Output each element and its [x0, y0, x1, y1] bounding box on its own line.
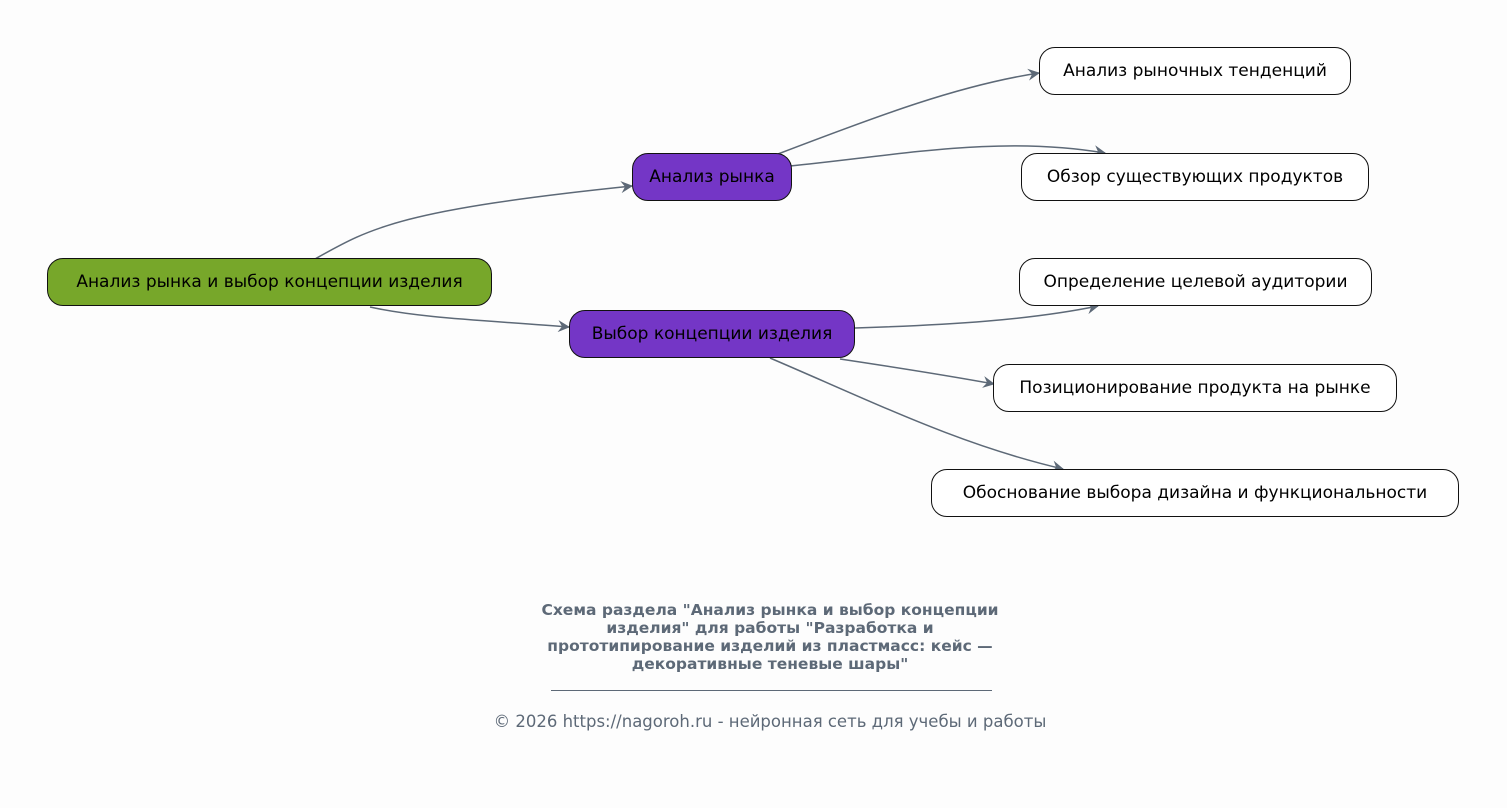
caption-line: прототипирование изделий из пластмасс: к… — [547, 637, 993, 655]
root-node[interactable]: Анализ рынка и выбор концепции изделия — [47, 258, 492, 306]
caption-divider — [551, 690, 992, 691]
leaf-node-design-justification[interactable]: Обоснование выбора дизайна и функциональ… — [931, 469, 1459, 517]
branch-node-label: Анализ рынка — [649, 167, 775, 187]
leaf-node-label: Анализ рыночных тенденций — [1063, 61, 1327, 81]
caption-line: декоративные теневые шары" — [631, 655, 909, 673]
edge-concept-to-positioning — [839, 358, 995, 388]
leaf-node-market-positioning[interactable]: Позиционирование продукта на рынке — [993, 364, 1397, 412]
branch-node-concept-choice[interactable]: Выбор концепции изделия — [569, 310, 855, 358]
edge-market-to-products-review — [789, 145, 1106, 167]
leaf-node-label: Определение целевой аудитории — [1043, 272, 1348, 292]
edge-market-to-trends — [777, 68, 1040, 155]
copyright-footer: © 2026 https://nagoroh.ru - нейронная се… — [493, 712, 1047, 731]
branch-node-market-analysis[interactable]: Анализ рынка — [632, 153, 792, 201]
leaf-node-label: Обзор существующих продуктов — [1046, 167, 1344, 187]
edge-root-to-concept-choice — [369, 306, 570, 333]
leaf-node-label: Позиционирование продукта на рынке — [1019, 378, 1371, 398]
branch-node-label: Выбор концепции изделия — [591, 324, 833, 344]
leaf-node-market-trends[interactable]: Анализ рыночных тенденций — [1039, 47, 1351, 95]
edge-concept-to-design-justification — [769, 357, 1064, 473]
caption-line: изделия" для работы "Разработка и — [606, 619, 934, 637]
root-node-label: Анализ рынка и выбор концепции изделия — [76, 272, 463, 292]
edge-concept-to-audience — [854, 302, 1099, 329]
leaf-node-existing-products[interactable]: Обзор существующих продуктов — [1021, 153, 1369, 201]
caption-line: Схема раздела "Анализ рынка и выбор конц… — [541, 601, 999, 619]
diagram-caption: Схема раздела "Анализ рынка и выбор конц… — [470, 601, 1070, 673]
edge-root-to-market-analysis — [314, 181, 633, 260]
leaf-node-label: Обоснование выбора дизайна и функциональ… — [962, 483, 1428, 503]
leaf-node-target-audience[interactable]: Определение целевой аудитории — [1019, 258, 1372, 306]
